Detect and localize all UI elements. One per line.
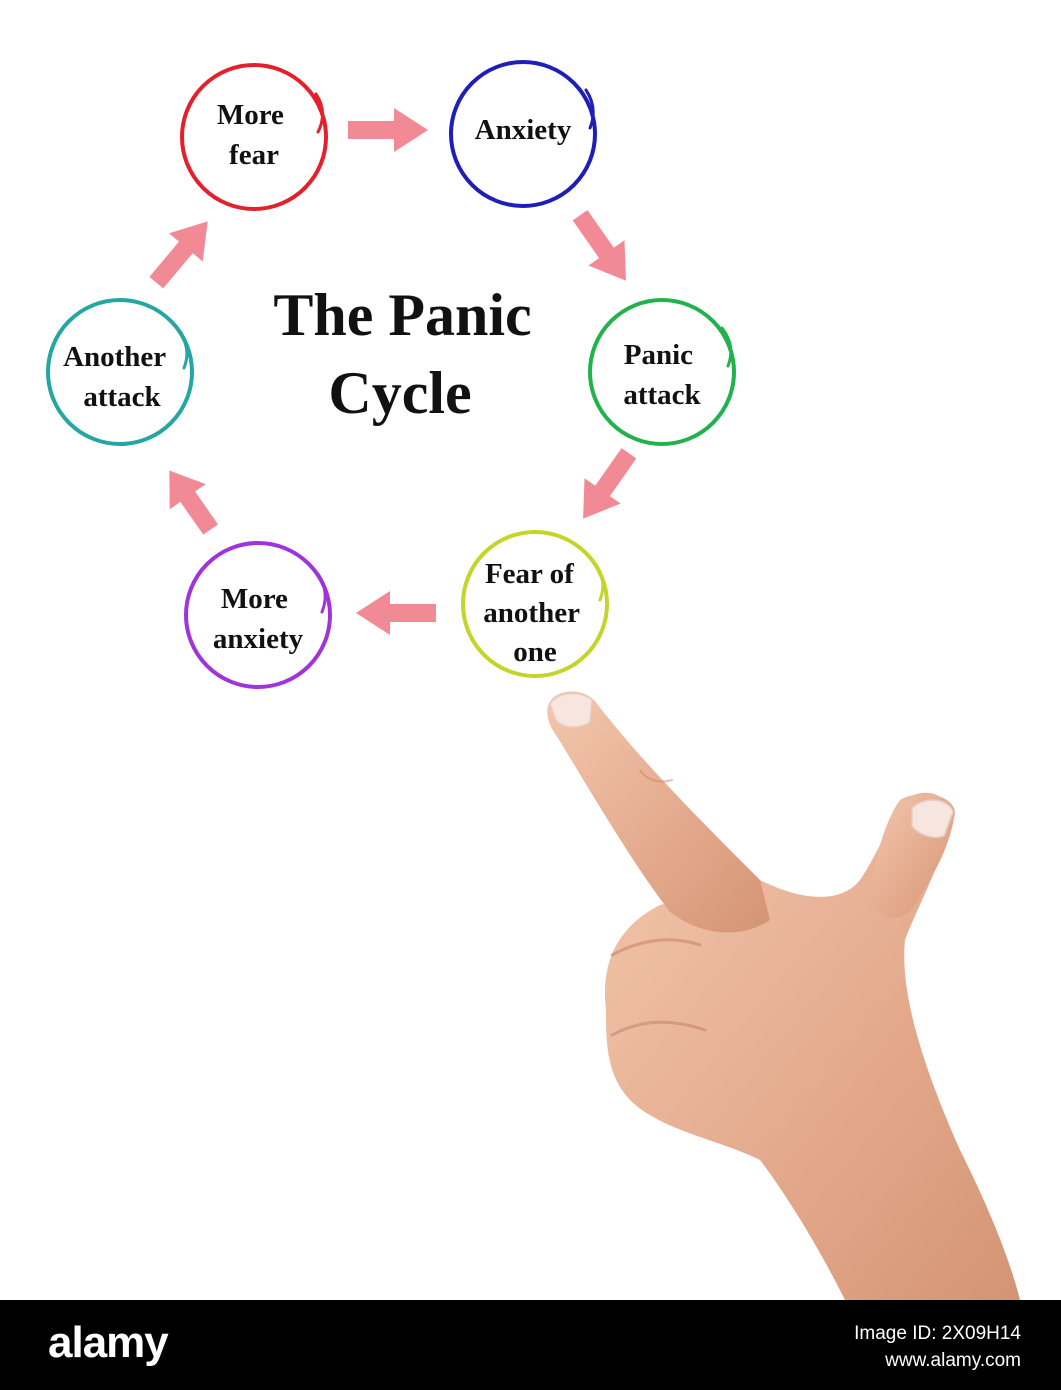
diagram-title: The Panic Cycle	[273, 282, 546, 426]
ring-brush-tail	[584, 88, 595, 130]
ring-brush-tail	[316, 572, 327, 614]
node-more-anxiety: More anxiety	[184, 541, 332, 689]
node-ring	[461, 530, 609, 678]
node-label-line: Fear of	[485, 558, 574, 590]
ring-brush-tail	[314, 92, 324, 134]
hand-crease	[610, 938, 702, 957]
node-label: Panic attack	[623, 339, 701, 411]
node-label-line: More	[217, 99, 284, 131]
node-ring	[180, 63, 328, 211]
node-label-line: attack	[623, 379, 701, 411]
arrow-more-anxiety-to-another-attack	[169, 470, 219, 535]
arrow-another-attack-to-more-fear	[149, 221, 208, 289]
node-another-attack: Another attack	[46, 298, 194, 446]
arrow-fear-of-another-one-to-more-anxiety	[356, 591, 436, 635]
image-id-text: Image ID: 2X09H14	[854, 1323, 1021, 1344]
node-label-line: Another	[63, 341, 166, 373]
node-label-line: fear	[229, 139, 279, 171]
node-ring	[449, 60, 597, 208]
ring-brush-tail	[720, 326, 733, 368]
node-label: More anxiety	[213, 583, 304, 655]
node-label-line: one	[513, 636, 557, 668]
hand-crease	[610, 1020, 707, 1037]
node-more-fear: More fear	[180, 63, 328, 211]
footer-logo: alamy	[48, 1318, 169, 1367]
node-ring	[46, 298, 194, 446]
title-line-1: The Panic	[273, 282, 531, 348]
arrow-panic-attack-to-fear-of-another-one	[583, 448, 637, 519]
hand-index-finger	[547, 691, 770, 933]
node-ring	[588, 298, 736, 446]
node-label: Anxiety	[475, 114, 572, 146]
node-label: Fear of another one	[483, 558, 586, 668]
site-url-text: www.alamy.com	[885, 1350, 1021, 1371]
panic-cycle-diagram: The Panic Cycle More fear Anxiety Panic …	[46, 60, 1020, 1300]
arrow-more-fear-to-anxiety	[348, 108, 428, 152]
thumb-nail	[911, 799, 954, 838]
node-anxiety: Anxiety	[449, 60, 597, 208]
node-label-line: anxiety	[213, 623, 304, 655]
arrow-anxiety-to-panic-attack	[572, 210, 626, 281]
footer-bar: alamy Image ID: 2X09H14 www.alamy.com	[0, 1300, 1061, 1390]
cycle-arrows	[149, 108, 637, 635]
node-fear-of-another-one: Fear of another one	[461, 530, 609, 678]
node-label-line: Panic	[624, 339, 693, 371]
node-ring	[184, 541, 332, 689]
node-label-line: attack	[83, 381, 161, 413]
index-fingernail	[549, 692, 593, 728]
footer-meta: Image ID: 2X09H14 www.alamy.com	[854, 1320, 1021, 1374]
pointing-hand-image	[547, 691, 1020, 1300]
title-line-2: Cycle	[328, 360, 471, 426]
node-label-line: another	[483, 597, 580, 629]
node-label: Another attack	[63, 341, 173, 413]
node-label-line: Anxiety	[475, 114, 572, 146]
node-panic-attack: Panic attack	[588, 298, 736, 446]
hand-crease	[639, 769, 673, 783]
node-label-line: More	[221, 583, 288, 615]
ring-brush-tail	[176, 328, 189, 370]
node-label: More fear	[217, 99, 291, 171]
ring-brush-tail	[592, 560, 605, 602]
